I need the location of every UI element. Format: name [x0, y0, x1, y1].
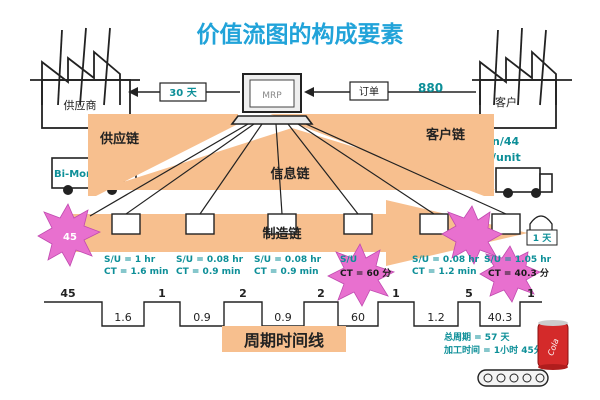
kaizen-burst-icon [441, 205, 503, 265]
process-boxes [111, 213, 521, 235]
timeline-label-bg [222, 326, 346, 352]
timeline-wait-value: 1 [392, 287, 400, 300]
process-su: S/U = 0.08 hr [254, 255, 322, 265]
mrp-label: MRP [262, 91, 282, 101]
process-box [111, 213, 141, 235]
info-flow-arrowhead-left [128, 87, 138, 97]
mrp-computer-icon [230, 73, 314, 125]
manufacturing-chain-arrow [66, 200, 528, 266]
kaizen-burst-icon [37, 203, 101, 267]
cycle-timeline [44, 301, 542, 327]
timeline-wait-value: 45 [60, 287, 75, 300]
timeline-wait-value: 1 [527, 287, 535, 300]
timeline-process-value: 40.3 [488, 311, 513, 324]
cola-can-icon: Cola [537, 320, 569, 370]
kaizen-burst-icon [479, 245, 541, 303]
page-title: 价值流图的构成要素 [197, 21, 404, 48]
customer-factory-icon [472, 27, 572, 129]
supplier-message-text: 30 天 [169, 87, 197, 99]
process-box [185, 213, 215, 235]
timeline-process-value: 1.6 [114, 311, 132, 324]
info-chain-label: 信息链 [270, 166, 310, 182]
process-data: S/U = 1 hr CT = 1.6 min S/U = 0.08 hr CT… [104, 255, 552, 279]
supplier-truck-label: Bi-Mon [54, 169, 93, 180]
process-ct: CT = 1.6 min [104, 267, 169, 277]
customer-order-text: 订单 [359, 86, 379, 98]
process-su: S/U [340, 255, 357, 265]
customer-demand-line2: /unit [492, 151, 521, 164]
process-ct: CT = 40.3 分 [488, 267, 549, 279]
timeline-label: 周期时间线 [244, 331, 324, 350]
customer-order-box [349, 81, 389, 101]
supply-chain-label: 供应链 [99, 131, 140, 147]
process-su: S/U = 1.05 hr [484, 255, 552, 265]
process-box [267, 213, 297, 235]
supplier-label: 供应商 [64, 98, 97, 112]
process-ct: CT = 0.9 min [176, 267, 241, 277]
process-ct: CT = 0.9 min [254, 267, 319, 277]
timeline-wait-value: 1 [158, 287, 166, 300]
process-ct: CT = 60 分 [340, 267, 391, 279]
info-flow-arrowhead-mrp [304, 87, 314, 97]
inventory-last-value: 1 天 [533, 233, 552, 244]
total-cycle-time: 总周期 = 57 天 [444, 331, 510, 343]
customer-demand-line1: n/44 [492, 135, 520, 148]
inventory-first-value: 45 [63, 232, 77, 243]
total-processing-time: 加工时间 = 1小时 45分 [443, 344, 543, 356]
process-box [343, 213, 373, 235]
inventory-last-box [526, 229, 558, 246]
process-box [491, 213, 521, 235]
timeline-wait-value: 2 [317, 287, 325, 300]
manufacturing-chain-label: 制造链 [262, 226, 302, 242]
timeline-top-values: 45 1 2 2 1 5 1 [60, 287, 534, 300]
supplier-factory-icon [30, 27, 140, 129]
supply-chain-arrow [88, 114, 238, 196]
conveyor-icon [477, 369, 549, 387]
timeline-process-value: 0.9 [274, 311, 292, 324]
customer-truck-icon [495, 167, 553, 198]
process-su: S/U = 1 hr [104, 255, 156, 265]
timeline-wait-value: 2 [239, 287, 247, 300]
supplier-message-box [159, 82, 207, 102]
customer-order-quantity: 880 [418, 81, 443, 95]
process-su: S/U = 0.08 hr [176, 255, 244, 265]
customer-label: 客户 [495, 95, 517, 109]
info-chain-triangle [98, 128, 496, 190]
timeline-process-value: 0.9 [193, 311, 211, 324]
process-su: S/U = 0.08 hr [412, 255, 480, 265]
process-ct: CT = 1.2 min [412, 267, 477, 277]
timeline-bottom-values: 1.6 0.9 0.9 60 1.2 40.3 [114, 311, 512, 324]
timeline-process-value: 1.2 [427, 311, 445, 324]
mrp-fan-lines [89, 123, 507, 217]
customer-chain-label: 客户链 [426, 127, 466, 143]
process-box [419, 213, 449, 235]
timeline-wait-value: 5 [465, 287, 473, 300]
kaizen-burst-icon [327, 243, 396, 307]
timeline-process-value: 60 [351, 311, 365, 324]
